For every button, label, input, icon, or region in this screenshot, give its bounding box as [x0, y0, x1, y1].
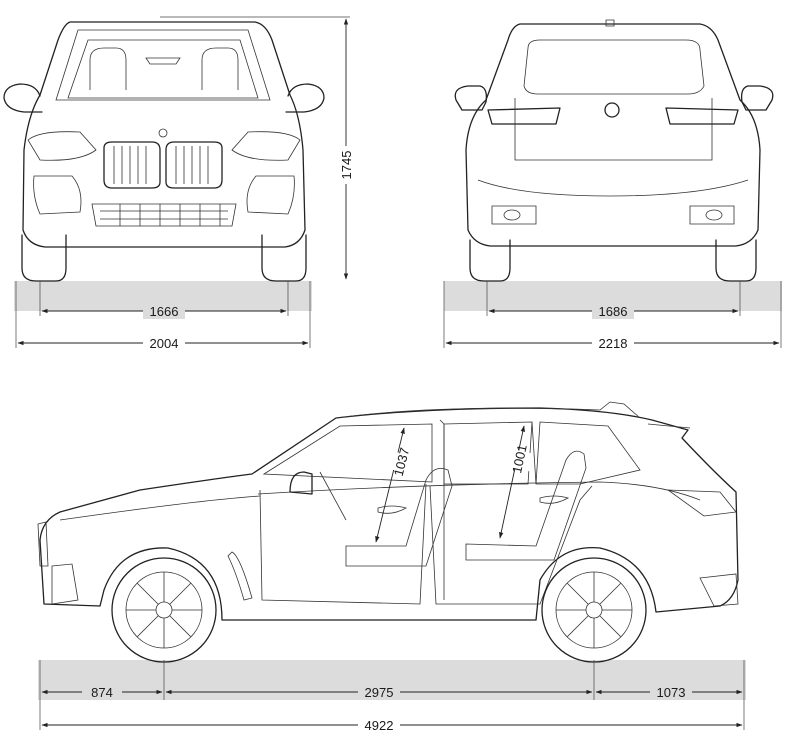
- front-track-label: 1666: [150, 304, 179, 319]
- height-label: 1745: [339, 151, 354, 180]
- rear-overhang-label: 1073: [657, 685, 686, 700]
- side-body-outline: [39, 407, 739, 621]
- front-overhang-label-bg: [82, 684, 122, 700]
- rear-roof-antenna: [605, 19, 615, 27]
- steering-wheel: [319, 471, 347, 521]
- front-logo: [158, 128, 168, 138]
- rear-overhang-label-bg: [650, 684, 692, 700]
- front-body-outline: [22, 21, 306, 248]
- front-windshield-inner: [67, 39, 259, 99]
- wheelbase-label-bg: [358, 684, 400, 700]
- rear-width-label-bg: [592, 335, 634, 351]
- beltline: [257, 481, 701, 501]
- side-grille: [37, 521, 49, 567]
- roof-rail: [335, 401, 641, 419]
- rear-left-exhaust-trim: [491, 205, 537, 225]
- front-right-tire: [261, 234, 307, 282]
- wheelbase-label: 2975: [365, 685, 394, 700]
- front-door-outline: [259, 483, 427, 605]
- rear-body-outline: [465, 23, 761, 247]
- rear-width-label: 2218: [599, 336, 628, 351]
- rear-right-exhaust-trim: [689, 205, 735, 225]
- rear-right-exhaust: [705, 209, 723, 221]
- front-spokes: [126, 572, 202, 648]
- grille-slats: [113, 146, 209, 184]
- tailgate-outline: [514, 98, 713, 161]
- front-headroom-label: 1037: [391, 446, 413, 478]
- rear-seat: [465, 450, 587, 561]
- rear-view-mirror: [145, 57, 181, 65]
- front-fog-lamp: [51, 563, 79, 605]
- rear-wheel: [541, 557, 647, 663]
- front-seat: [345, 467, 453, 567]
- side-pillars: [439, 419, 537, 600]
- length-label-bg: [358, 717, 400, 733]
- front-headroom-label-bg: [376, 448, 414, 474]
- rear-right-tire: [715, 239, 757, 282]
- height-label-bg: [336, 146, 356, 184]
- front-track-label-bg: [143, 303, 185, 319]
- lower-grille-mesh: [100, 204, 228, 226]
- side-air-breather: [227, 551, 253, 601]
- front-hub: [155, 601, 173, 619]
- left-kidney-grille: [103, 141, 161, 189]
- right-kidney-grille: [165, 141, 223, 189]
- rear-view: 1686 2218: [443, 19, 782, 351]
- rear-logo: [604, 102, 620, 118]
- rear-spokes: [556, 572, 632, 648]
- side-mirror: [289, 471, 313, 495]
- rear-headroom-label: 1001: [509, 443, 530, 474]
- rear-track-label-bg: [592, 303, 634, 319]
- rear-reflector: [699, 573, 739, 607]
- rear-spoiler: [647, 423, 691, 429]
- rear-door-window: [535, 421, 641, 485]
- rear-window: [523, 39, 705, 95]
- front-view: 1745 1666 2004: [3, 16, 356, 351]
- front-right-mirror: [285, 83, 325, 113]
- front-lower-grille: [91, 203, 237, 227]
- rear-right-taillight: [665, 107, 739, 125]
- rear-left-tire: [469, 239, 511, 282]
- front-width-label-bg: [143, 335, 185, 351]
- length-label: 4922: [365, 718, 394, 733]
- front-right-air-intake: [246, 175, 295, 215]
- front-windshield: [55, 29, 271, 101]
- front-right-headlight: [231, 131, 301, 161]
- front-width-label: 2004: [150, 336, 179, 351]
- rear-door-handle: [539, 495, 570, 504]
- rear-bumper-line: [477, 179, 749, 197]
- front-left-air-intake: [33, 175, 82, 215]
- front-left-tire: [21, 234, 67, 282]
- hood-line: [59, 495, 261, 521]
- front-headroom-dimension-line: [375, 427, 405, 543]
- front-left-headlight: [27, 131, 97, 161]
- rear-left-taillight: [487, 107, 561, 125]
- rear-left-mirror: [454, 85, 488, 111]
- rear-hub: [585, 601, 603, 619]
- rear-door-outline: [429, 485, 593, 605]
- front-left-mirror: [3, 83, 43, 113]
- side-view: 1037 1001 874 2975 1073 4922: [37, 401, 746, 733]
- side-taillight: [666, 489, 737, 517]
- front-overhang-label: 874: [91, 685, 113, 700]
- rear-headroom-dimension-line: [499, 425, 525, 539]
- rear-right-mirror: [740, 85, 774, 111]
- front-door-handle: [377, 505, 408, 514]
- front-left-seat: [89, 47, 127, 90]
- rear-headroom-label-bg: [496, 446, 534, 472]
- front-wheel: [111, 557, 217, 663]
- rear-left-exhaust: [503, 209, 521, 221]
- front-right-seat: [201, 47, 239, 90]
- rear-track-label: 1686: [599, 304, 628, 319]
